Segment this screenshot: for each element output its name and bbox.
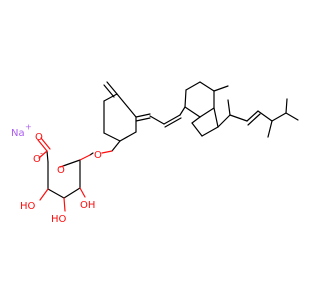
bond <box>63 197 66 212</box>
bond <box>217 114 231 128</box>
bond <box>62 159 81 167</box>
oxygen-bonds <box>37 137 113 212</box>
bond <box>229 114 248 122</box>
carboxylate-charge: - <box>40 149 43 158</box>
bond <box>179 106 186 116</box>
bond <box>149 115 165 125</box>
bond <box>89 152 94 156</box>
bond <box>135 117 151 122</box>
bond <box>201 126 219 137</box>
bond <box>39 188 49 201</box>
bond <box>164 117 182 128</box>
bond <box>103 132 121 142</box>
glycoside-oxygen-label: O <box>94 150 102 161</box>
sodium-charge: + <box>25 123 32 132</box>
bond <box>184 89 187 108</box>
carboxylate-oxygen-label: O <box>33 154 41 165</box>
bond <box>59 165 64 168</box>
molecule-structure: Na + O - O O O HO HO OH <box>11 81 299 226</box>
bond <box>257 110 273 122</box>
bond <box>191 116 201 124</box>
bond <box>135 113 151 118</box>
bond <box>103 84 115 98</box>
bond <box>184 106 201 118</box>
bond <box>213 107 219 128</box>
ring-oxygen-label: O <box>57 165 65 176</box>
carbonyl-oxygen-label: O <box>35 132 43 143</box>
bond <box>119 131 137 142</box>
bond <box>191 122 203 137</box>
bond <box>213 85 229 92</box>
hydroxyl-label: HO <box>20 201 36 212</box>
bond <box>111 140 121 152</box>
bond <box>227 99 231 116</box>
bond <box>285 112 299 121</box>
bond <box>38 150 48 159</box>
bond <box>163 114 181 125</box>
bond <box>47 188 65 199</box>
bond <box>79 187 86 198</box>
bond <box>267 120 273 138</box>
bond <box>116 93 137 118</box>
bond <box>185 81 201 91</box>
hydroxyl-label: OH <box>80 200 95 211</box>
bond <box>37 139 48 152</box>
bond <box>46 150 49 163</box>
bond <box>199 107 215 118</box>
bond <box>103 93 118 102</box>
bond <box>79 154 91 161</box>
bond <box>106 81 118 95</box>
bond <box>63 187 81 199</box>
hydroxyl-label: HO <box>51 214 67 225</box>
carbon-bonds <box>46 81 299 199</box>
bond <box>247 113 261 126</box>
atom-labels: Na + O - O O O HO HO OH <box>11 123 102 226</box>
bond <box>101 150 113 154</box>
sodium-label: Na <box>11 128 25 139</box>
bond <box>246 110 259 122</box>
bond <box>271 112 287 122</box>
bond <box>285 98 288 114</box>
bond <box>40 137 51 150</box>
bond <box>199 81 215 92</box>
molecule-canvas: Na + O - O O O HO HO OH <box>11 81 299 226</box>
